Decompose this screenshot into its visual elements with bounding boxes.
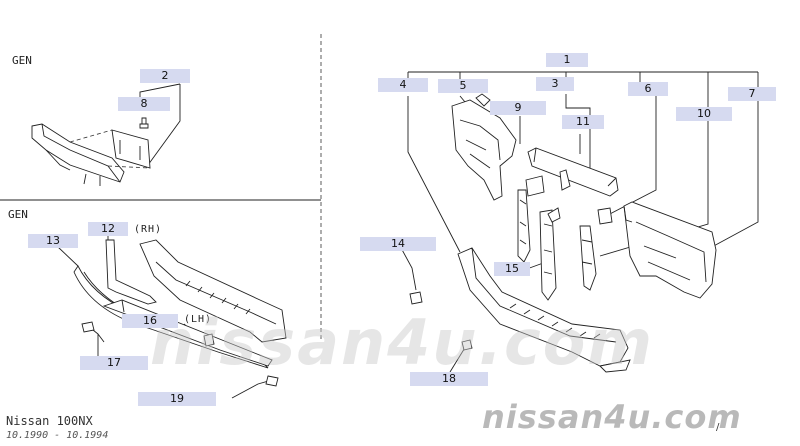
side-label-lh: (LH) [184,314,213,325]
callout-7[interactable]: 7 [728,87,776,101]
callout-12[interactable]: 12 [88,222,128,236]
bracket-assembly [31,83,181,186]
callout-2[interactable]: 2 [140,69,190,83]
callout-15[interactable]: 15 [494,262,530,276]
callout-13[interactable]: 13 [28,234,78,248]
callout-14[interactable]: 14 [360,237,436,251]
callout-3[interactable]: 3 [536,77,574,91]
callout-16[interactable]: 16 [122,314,178,328]
production-dates: 10.1990 - 10.1994 [6,430,109,441]
callout-6[interactable]: 6 [628,82,668,96]
watermark-center: nissan4u.com [150,306,654,379]
core-support-assembly [399,71,759,373]
section-label-gen-bottom: GEN [8,208,28,221]
callout-11[interactable]: 11 [562,115,604,129]
footer-mark: / [716,422,720,433]
callout-18[interactable]: 18 [410,372,488,386]
callout-19[interactable]: 19 [138,392,216,406]
callout-9[interactable]: 9 [490,101,546,115]
callout-5[interactable]: 5 [438,79,488,93]
callout-17[interactable]: 17 [80,356,148,370]
section-label-gen-top: GEN [12,54,32,67]
model-name: Nissan 100NX [6,414,93,428]
grille-lower-parts [57,233,287,399]
callout-10[interactable]: 10 [676,107,732,121]
callout-1[interactable]: 1 [546,53,588,67]
callout-4[interactable]: 4 [378,78,428,92]
watermark-corner: nissan4u.com [482,398,742,436]
callout-8[interactable]: 8 [118,97,170,111]
side-label-rh: (RH) [134,224,163,235]
